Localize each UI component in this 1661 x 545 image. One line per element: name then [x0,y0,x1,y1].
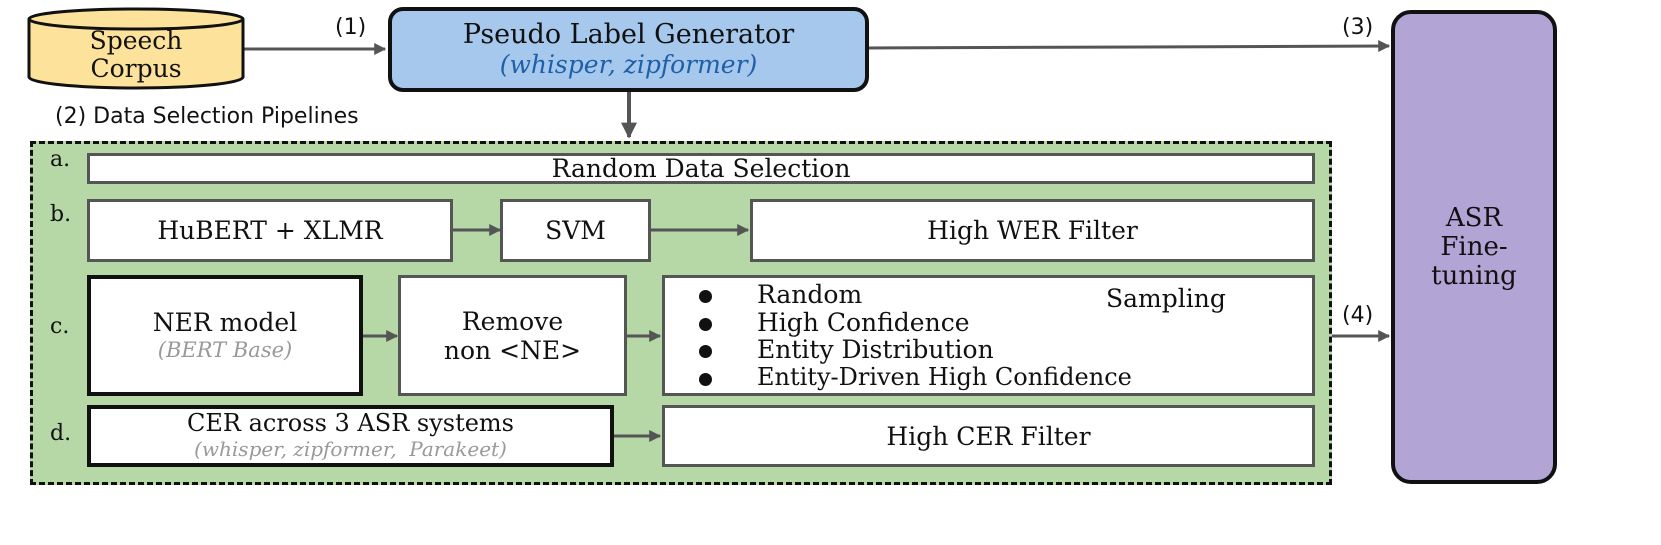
step-label-2: (2) Data Selection Pipelines [55,104,359,129]
row-label-b: b. [50,202,72,227]
strategy-bullet-1 [699,290,712,303]
svm-box: SVM [500,199,651,262]
step-label-1: (1) [335,15,367,40]
cer-title: CER across 3 ASR systems [187,409,514,437]
strategy-high-confidence: High Confidence [757,308,970,337]
strategy-entity-distribution: Entity Distribution [757,335,994,364]
hubert-xlmr-box: HuBERT + XLMR [87,199,453,262]
asr-line2: Fine- [1440,231,1508,262]
high-wer-filter-text: High WER Filter [927,216,1138,245]
random-data-selection-box: Random Data Selection [87,153,1315,184]
ner-model-title: NER model [152,307,298,337]
generator-subtitle: (whisper, zipformer) [499,49,758,79]
row-label-a: a. [50,147,71,172]
pseudo-label-generator-box: Pseudo Label Generator (whisper, zipform… [388,7,869,92]
remove-line2: non <NE> [443,335,582,365]
row-label-c: c. [50,314,70,339]
step-label-4: (4) [1342,303,1374,328]
sampling-label: Sampling [1106,284,1226,313]
remove-line1: Remove [461,306,564,336]
strategy-bullet-4 [699,373,712,386]
remove-non-ne-box: Remove non <NE> [398,275,627,396]
arrow-generator-to-asr [867,40,1391,53]
strategy-random: Random [757,280,863,309]
strategy-entity-driven-high-confidence: Entity-Driven High Confidence [757,363,1132,391]
step-label-3: (3) [1342,15,1374,40]
high-cer-filter-box: High CER Filter [662,405,1315,467]
ner-model-box: NER model (BERT Base) [87,275,363,396]
ner-model-subtitle: (BERT Base) [157,337,293,362]
cer-across-systems-box: CER across 3 ASR systems (whisper, zipfo… [87,405,614,467]
sampling-strategies-box [662,275,1315,396]
cer-subtitle: (whisper, zipformer, Parakeet) [194,437,507,461]
high-wer-filter-box: High WER Filter [750,199,1315,262]
hubert-xlmr-text: HuBERT + XLMR [157,216,383,245]
asr-line1: ASR [1445,202,1503,233]
asr-line3: tuning [1431,260,1517,291]
generator-title: Pseudo Label Generator [462,18,795,50]
speech-corpus-line2: Corpus [90,54,182,83]
random-data-selection-text: Random Data Selection [551,154,851,183]
svm-text: SVM [545,216,606,245]
row-label-d: d. [50,421,72,446]
asr-finetuning-box: ASR Fine- tuning [1391,10,1557,484]
strategy-bullet-2 [699,318,712,331]
speech-corpus-line1: Speech [89,26,183,55]
high-cer-filter-text: High CER Filter [886,421,1091,451]
strategy-bullet-3 [699,345,712,358]
speech-corpus-cylinder [27,7,245,90]
